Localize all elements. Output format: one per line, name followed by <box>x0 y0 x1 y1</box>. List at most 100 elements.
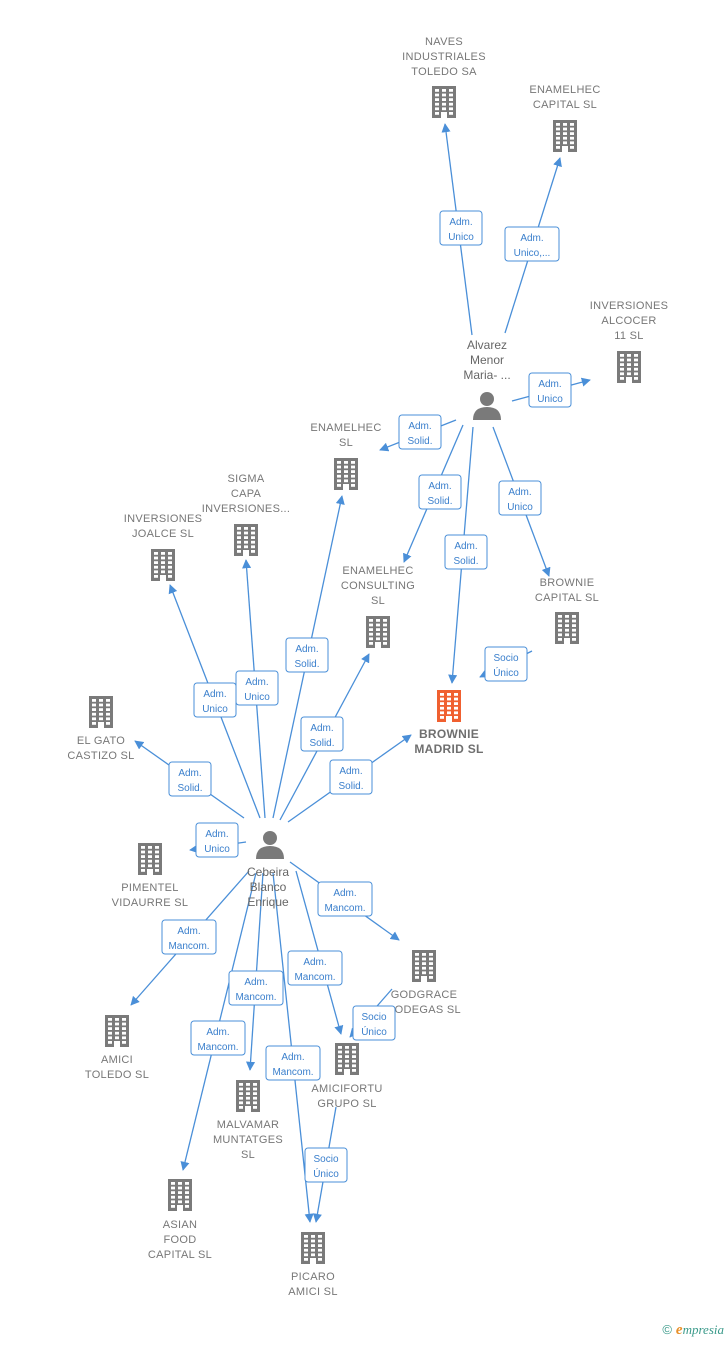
building-window <box>338 1046 342 1049</box>
building-window <box>122 1041 126 1044</box>
building-window <box>311 1235 315 1238</box>
company-label: ALCOCER <box>601 315 656 327</box>
building-window <box>253 1096 257 1100</box>
relation-badge-box <box>287 950 343 986</box>
relation-badge[interactable]: Adm.Solid. <box>168 761 212 797</box>
building-window <box>440 711 444 715</box>
building-window <box>154 575 158 578</box>
person-node[interactable]: AlvarezMenorMaria- ... <box>463 338 511 420</box>
building-window <box>344 465 348 469</box>
relation-badge[interactable]: Adm.Unico <box>498 480 542 516</box>
relation-badge-box <box>498 480 542 516</box>
relation-badge[interactable]: Adm.Mancom. <box>161 919 217 955</box>
building-window <box>318 1253 322 1257</box>
building-window <box>338 1050 342 1054</box>
building-window <box>345 1046 349 1049</box>
building-window <box>161 561 165 564</box>
building-window <box>369 637 373 641</box>
relation-badge-text: Adm. <box>205 829 228 840</box>
relation-badge[interactable]: Adm.Solid. <box>300 716 344 752</box>
building-window <box>558 628 562 632</box>
building-window <box>415 966 419 970</box>
relation-badge-text: Mancom. <box>324 903 365 914</box>
building-window <box>415 976 419 979</box>
building-window <box>337 484 341 487</box>
company-label: SL <box>339 437 353 449</box>
relation-badge[interactable]: Adm.Unico <box>528 372 572 408</box>
relation-badge[interactable]: Adm.Mancom. <box>265 1045 321 1081</box>
building-window <box>415 962 419 965</box>
copyright-symbol: © <box>662 1322 672 1337</box>
relation-badge-box <box>304 1147 348 1183</box>
building-window <box>565 615 569 618</box>
building-window <box>369 623 373 627</box>
relation-badge-box <box>228 970 284 1006</box>
relation-badge[interactable]: Adm.Mancom. <box>287 950 343 986</box>
building-icon <box>234 524 258 556</box>
building-window <box>620 372 624 376</box>
building-window <box>337 470 341 473</box>
relation-badge[interactable]: Adm.Unico <box>195 822 239 858</box>
building-window <box>246 1092 250 1095</box>
building-window <box>454 693 458 696</box>
company-label: GODGRACE <box>391 989 458 1001</box>
relation-badge[interactable]: Adm.Unico <box>439 210 483 246</box>
building-icon <box>412 950 436 982</box>
relation-badge[interactable]: Adm.Solid. <box>285 637 329 673</box>
company-label: CAPITAL SL <box>148 1249 212 1261</box>
relation-badge[interactable]: Adm.Solid. <box>398 414 442 450</box>
relation-badge[interactable]: Adm.Mancom. <box>228 970 284 1006</box>
relation-badge[interactable]: Adm.Solid. <box>418 474 462 510</box>
building-window <box>141 846 145 849</box>
building-window <box>344 474 348 478</box>
building-window <box>168 561 172 564</box>
building-window <box>99 717 103 721</box>
relation-badge-text: Solid. <box>177 783 202 794</box>
relation-badge[interactable]: Adm.Unico <box>235 670 279 706</box>
building-window <box>141 855 145 858</box>
building-window <box>318 1258 322 1261</box>
relation-badge[interactable]: Adm.Solid. <box>329 759 373 795</box>
building-window <box>318 1244 322 1247</box>
building-window <box>351 474 355 478</box>
company-node[interactable]: SIGMACAPAINVERSIONES... <box>202 473 291 556</box>
building-window <box>558 633 562 637</box>
building-window <box>161 552 165 555</box>
building-window <box>239 1101 243 1105</box>
relation-badge[interactable]: Adm.Unico,... <box>504 226 560 262</box>
building-window <box>251 527 255 530</box>
relation-badge[interactable]: Adm.Mancom. <box>190 1020 246 1056</box>
relation-badge[interactable]: Adm.Solid. <box>444 534 488 570</box>
building-window <box>435 98 439 101</box>
building-window <box>108 1036 112 1040</box>
company-label: PICARO <box>291 1271 335 1283</box>
company-label: INVERSIONES <box>590 300 669 312</box>
building-window <box>311 1239 315 1243</box>
building-window <box>154 565 158 569</box>
relation-badge[interactable]: Adm.Mancom. <box>317 881 373 917</box>
relation-badge-text: Adm. <box>538 379 561 390</box>
building-icon <box>89 696 113 728</box>
building-window <box>565 628 569 632</box>
relation-badge[interactable]: Adm.Unico <box>193 682 237 718</box>
